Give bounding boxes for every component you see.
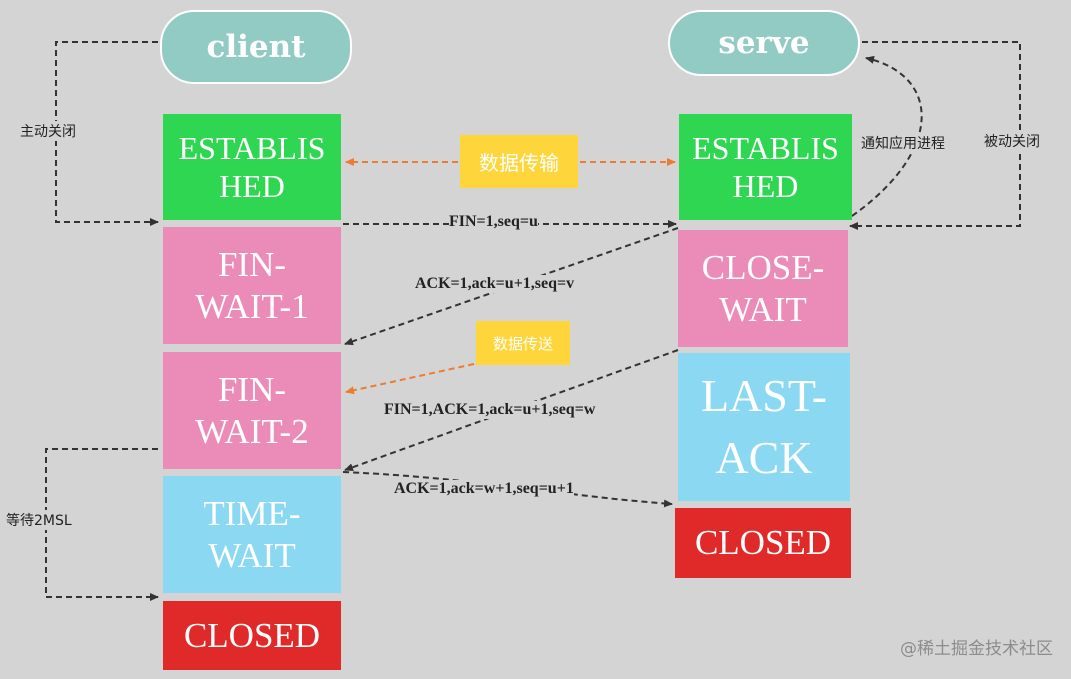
server-label: serve xyxy=(668,10,860,76)
client-label: client xyxy=(160,10,352,84)
state-line: WAIT-1 xyxy=(195,286,309,326)
client-state-time-wait: TIME-WAIT xyxy=(163,476,341,593)
state-line: CLOSED xyxy=(694,523,832,562)
client-state-fin-wait-2: FIN-WAIT-2 xyxy=(163,352,341,469)
state-line: LAST- xyxy=(700,369,828,421)
data-send-text: 数据传送 xyxy=(492,334,553,353)
fin-message-label: FIN=1,seq=u xyxy=(449,213,538,231)
server-label-text: serve xyxy=(718,25,810,61)
state-line: WAIT xyxy=(208,535,296,575)
notify-app-connector xyxy=(851,55,923,217)
client-state-closed: CLOSED xyxy=(163,601,341,670)
active-close-label: 主动关闭 xyxy=(20,121,76,141)
ack1-message-label: ACK=1,ack=u+1,seq=v xyxy=(415,275,575,293)
state-line: WAIT xyxy=(719,289,807,329)
server-state-close-wait: CLOSE-WAIT xyxy=(678,230,848,347)
state-line: ESTABLIS xyxy=(692,129,839,166)
server-state-closed: CLOSED xyxy=(675,508,851,578)
wait-2msl-label: 等待2MSL xyxy=(6,510,72,530)
state-line: FIN- xyxy=(217,244,287,284)
data-transfer-text: 数据传输 xyxy=(479,151,559,175)
state-line: WAIT-2 xyxy=(195,411,309,451)
state-line: HED xyxy=(219,168,285,204)
data-send-arrow xyxy=(345,363,475,395)
ack2-message-label: ACK=1,ack=w+1,seq=u+1 xyxy=(394,480,574,498)
server-state-last-ack: LAST- ACK xyxy=(678,353,850,501)
state-line: TIME- xyxy=(203,493,301,533)
passive-close-label: 被动关闭 xyxy=(984,131,1040,151)
state-line: FIN- xyxy=(217,369,287,409)
state-line: HED xyxy=(732,168,799,204)
client-label-text: client xyxy=(206,29,306,65)
state-line: CLOSE- xyxy=(701,247,825,287)
fin-ack-message-label: FIN=1,ACK=1,ack=u+1,seq=w xyxy=(384,401,596,419)
data-transfer-tag: 数据传输 xyxy=(460,135,578,188)
ack1-arrow xyxy=(344,227,679,346)
client-state-fin-wait-1: FIN-WAIT-1 xyxy=(163,227,341,344)
state-line: CLOSED xyxy=(183,615,321,655)
watermark: @稀土掘金技术社区 xyxy=(900,639,1053,659)
state-line: ACK xyxy=(715,432,813,483)
notify-app-label: 通知应用进程 xyxy=(861,133,945,153)
fin-ack-arrow xyxy=(344,349,679,472)
state-line: ESTABLIS xyxy=(178,129,326,166)
data-send-tag: 数据传送 xyxy=(476,321,570,365)
